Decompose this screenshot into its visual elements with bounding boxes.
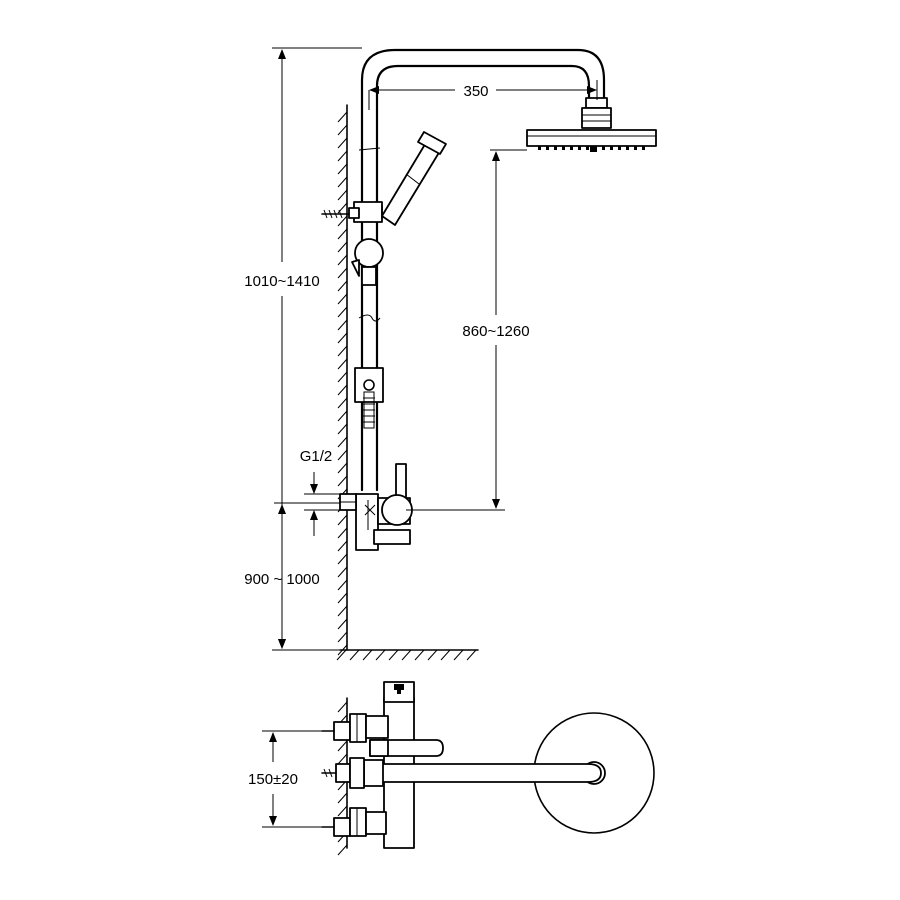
side-elevation-view: 350 1010~1410 860~1260 G1/2 — [244, 47, 657, 661]
head-arm-length-label: 350 — [463, 83, 488, 100]
hatch-line — [337, 267, 348, 279]
dimension-inlet-thread: G1/2 — [300, 448, 342, 536]
hatch-line — [337, 605, 348, 617]
hatch-line — [337, 740, 348, 752]
hatch-line — [337, 514, 348, 526]
hatch-line — [427, 649, 438, 661]
floor — [336, 649, 479, 661]
wall — [337, 104, 348, 656]
nozzle — [538, 146, 541, 150]
nozzle — [642, 146, 645, 150]
hatch-line — [337, 631, 348, 643]
hatch-line — [337, 566, 348, 578]
mixer-valve — [339, 463, 413, 551]
hatch-line — [375, 649, 386, 661]
head-height-label: 860~1260 — [462, 323, 529, 340]
hatch-line — [337, 553, 348, 565]
dimension-head-arm: 350 — [368, 80, 598, 110]
hatch-line — [414, 649, 425, 661]
inlet-height-label: 900 ~ 1000 — [244, 571, 320, 588]
hatch-line — [337, 410, 348, 422]
hatch-line — [337, 449, 348, 461]
hatch-line — [440, 649, 451, 661]
hatch-line — [466, 649, 477, 661]
hatch-line — [337, 332, 348, 344]
hatch-line — [401, 649, 412, 661]
hatch-line — [337, 475, 348, 487]
nozzle — [626, 146, 629, 150]
total-height-label: 1010~1410 — [244, 273, 320, 290]
hatch-line — [337, 397, 348, 409]
hatch-line — [337, 293, 348, 305]
hatch-line — [453, 649, 464, 661]
nozzle — [634, 146, 637, 150]
hatch-line — [337, 384, 348, 396]
hatch-line — [337, 345, 348, 357]
slider-knob — [351, 238, 384, 286]
nozzle — [610, 146, 613, 150]
hatch-line — [349, 649, 360, 661]
hatch-line — [337, 423, 348, 435]
nozzle — [562, 146, 565, 150]
nozzle — [586, 146, 589, 150]
hatch-line — [337, 124, 348, 136]
nozzle — [578, 146, 581, 150]
nozzle — [546, 146, 549, 150]
hatch-line — [337, 792, 348, 804]
hatch-line — [337, 163, 348, 175]
hatch-line — [388, 649, 399, 661]
hatch-line — [337, 215, 348, 227]
dimension-total-height: 1010~1410 — [244, 47, 362, 651]
rain-shower-head — [526, 97, 657, 152]
hose-holder — [354, 367, 384, 429]
inlet-thread-label: G1/2 — [300, 448, 333, 465]
hand-shower — [381, 131, 447, 226]
plan-inlet-middle — [321, 757, 365, 789]
hatch-line — [337, 111, 348, 123]
hatch-line — [337, 137, 348, 149]
hatch-line — [337, 176, 348, 188]
hatch-line — [337, 592, 348, 604]
hatch-line — [336, 649, 347, 661]
plan-view: 150±20 — [248, 681, 655, 856]
hatch-line — [337, 753, 348, 765]
dimension-inlet-spacing: 150±20 — [248, 730, 322, 828]
hatch-line — [337, 150, 348, 162]
hatch-line — [362, 649, 373, 661]
dimension-inlet-height: 900 ~ 1000 — [244, 502, 340, 649]
hatch-line — [337, 319, 348, 331]
hatch-line — [337, 241, 348, 253]
hatch-line — [337, 618, 348, 630]
nozzle — [554, 146, 557, 150]
inlet-spacing-label: 150±20 — [248, 771, 298, 788]
hatch-line — [337, 306, 348, 318]
hatch-line — [337, 540, 348, 552]
hatch-line — [337, 844, 348, 856]
hatch-line — [337, 701, 348, 713]
hatch-line — [337, 462, 348, 474]
riser-pipe — [358, 48, 606, 492]
nozzle — [618, 146, 621, 150]
nozzle — [570, 146, 573, 150]
nozzle — [602, 146, 605, 150]
wall-bracket-upper — [321, 201, 383, 223]
plan-handle — [369, 739, 444, 757]
hatch-line — [337, 436, 348, 448]
hatch-line — [337, 527, 348, 539]
hatch-line — [337, 254, 348, 266]
plan-inlet-bottom — [321, 807, 387, 837]
hatch-line — [337, 280, 348, 292]
hatch-line — [337, 189, 348, 201]
plan-inlet-top — [321, 713, 389, 743]
hatch-line — [337, 358, 348, 370]
hatch-line — [337, 371, 348, 383]
hatch-line — [337, 805, 348, 817]
plan-arm — [353, 759, 602, 787]
hatch-line — [337, 228, 348, 240]
dimension-head-height: 860~1260 — [406, 149, 530, 511]
hatch-line — [337, 579, 348, 591]
